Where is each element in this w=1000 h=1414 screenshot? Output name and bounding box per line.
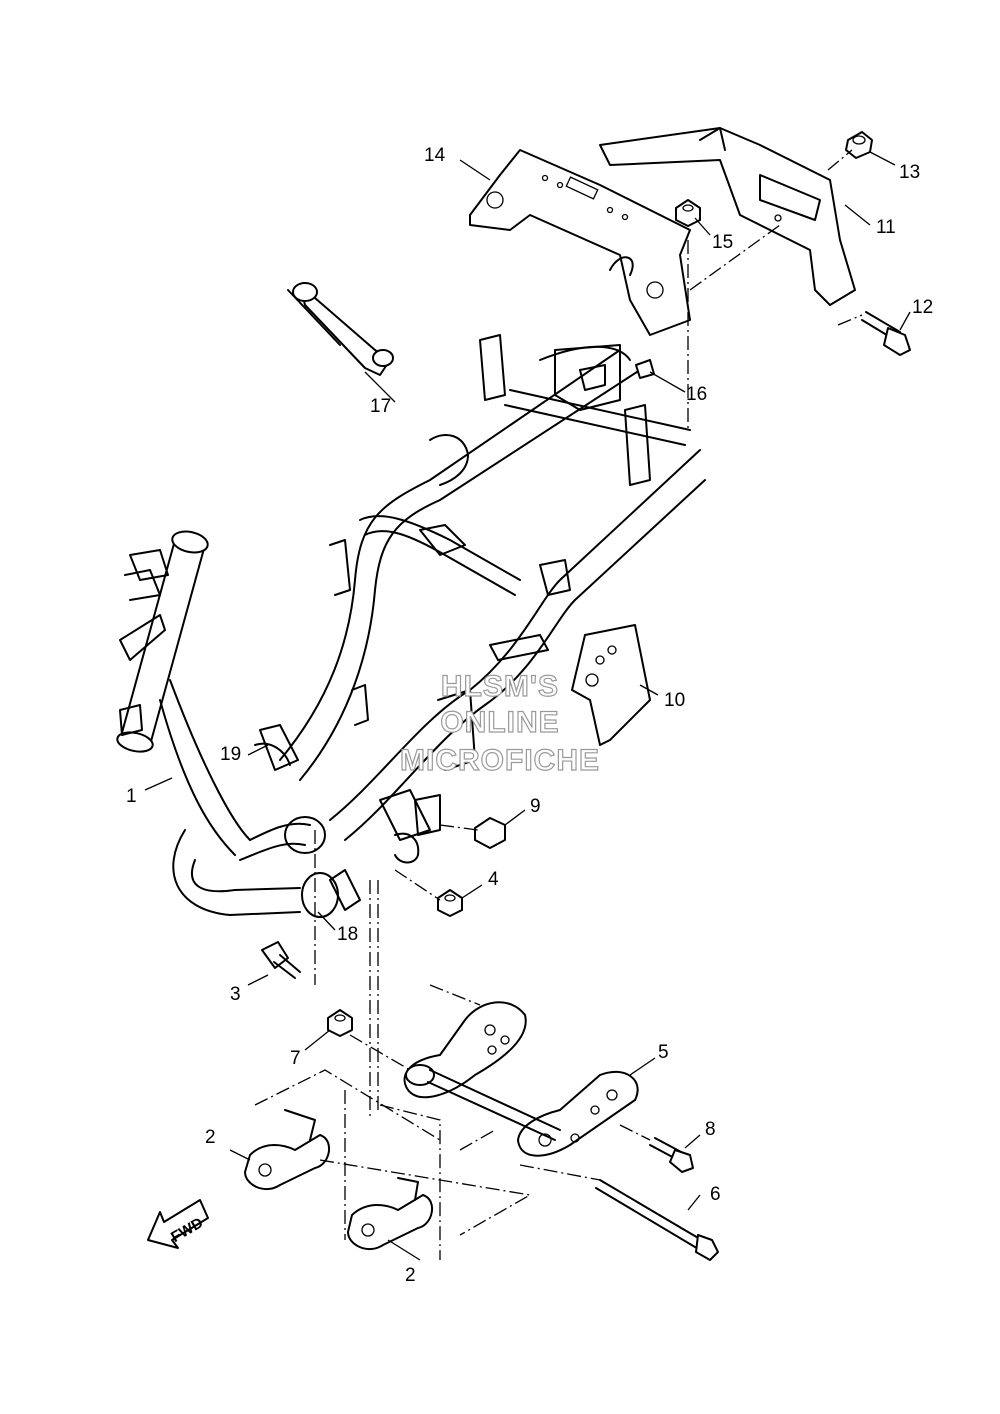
part-12-bolt (861, 311, 911, 356)
callout-4: 4 (488, 869, 499, 890)
part-17-tube (287, 282, 394, 376)
callout-1: 1 (126, 786, 137, 807)
part-7-nut (327, 1009, 353, 1037)
assembly-lines (254, 149, 863, 1260)
part-15-nut (675, 199, 701, 227)
callout-labels: 1 2 2 3 4 5 6 7 8 9 10 11 12 13 14 15 16… (126, 145, 933, 1286)
watermark-line-3: MICROFICHE (400, 744, 600, 777)
part-16-clip (635, 359, 655, 379)
part-10-plate (571, 624, 651, 746)
callout-5: 5 (658, 1042, 669, 1063)
part-14-bracket (469, 149, 691, 336)
callout-3: 3 (230, 984, 241, 1005)
callout-16: 16 (686, 384, 707, 405)
part-13-nut (845, 131, 873, 159)
callout-8: 8 (705, 1119, 716, 1140)
fwd-arrow: FWD (147, 1199, 209, 1249)
callout-2-upper: 2 (205, 1127, 216, 1148)
part-8-bolt (649, 1137, 694, 1173)
part-9-damper (474, 817, 506, 849)
main-frame (116, 334, 706, 918)
callout-19: 19 (220, 744, 241, 765)
watermark-line-2: ONLINE (440, 706, 559, 739)
watermark-line-1: HLSM'S (441, 670, 559, 703)
callout-18: 18 (337, 924, 358, 945)
part-6-long-bolt (595, 1179, 719, 1261)
callout-15: 15 (712, 232, 733, 253)
callout-11: 11 (876, 217, 896, 238)
part-5-mount-plates (403, 1001, 639, 1157)
callout-10: 10 (664, 690, 685, 711)
part-3-bolt (261, 941, 301, 979)
watermark: HLSM'S ONLINE MICROFICHE (399, 669, 600, 777)
callout-9: 9 (530, 796, 541, 817)
part-11-bracket (599, 127, 856, 306)
callout-13: 13 (899, 162, 920, 183)
part-2-bracket-a (244, 1109, 330, 1191)
callout-6: 6 (710, 1184, 721, 1205)
leader-lines (144, 151, 911, 1261)
part-4-nut (437, 889, 463, 917)
callout-7: 7 (290, 1048, 301, 1069)
callout-12: 12 (912, 297, 933, 318)
callout-2-lower: 2 (405, 1265, 416, 1286)
part-2-bracket-b (347, 1177, 433, 1251)
callout-14: 14 (424, 145, 446, 166)
callout-17: 17 (370, 396, 391, 417)
